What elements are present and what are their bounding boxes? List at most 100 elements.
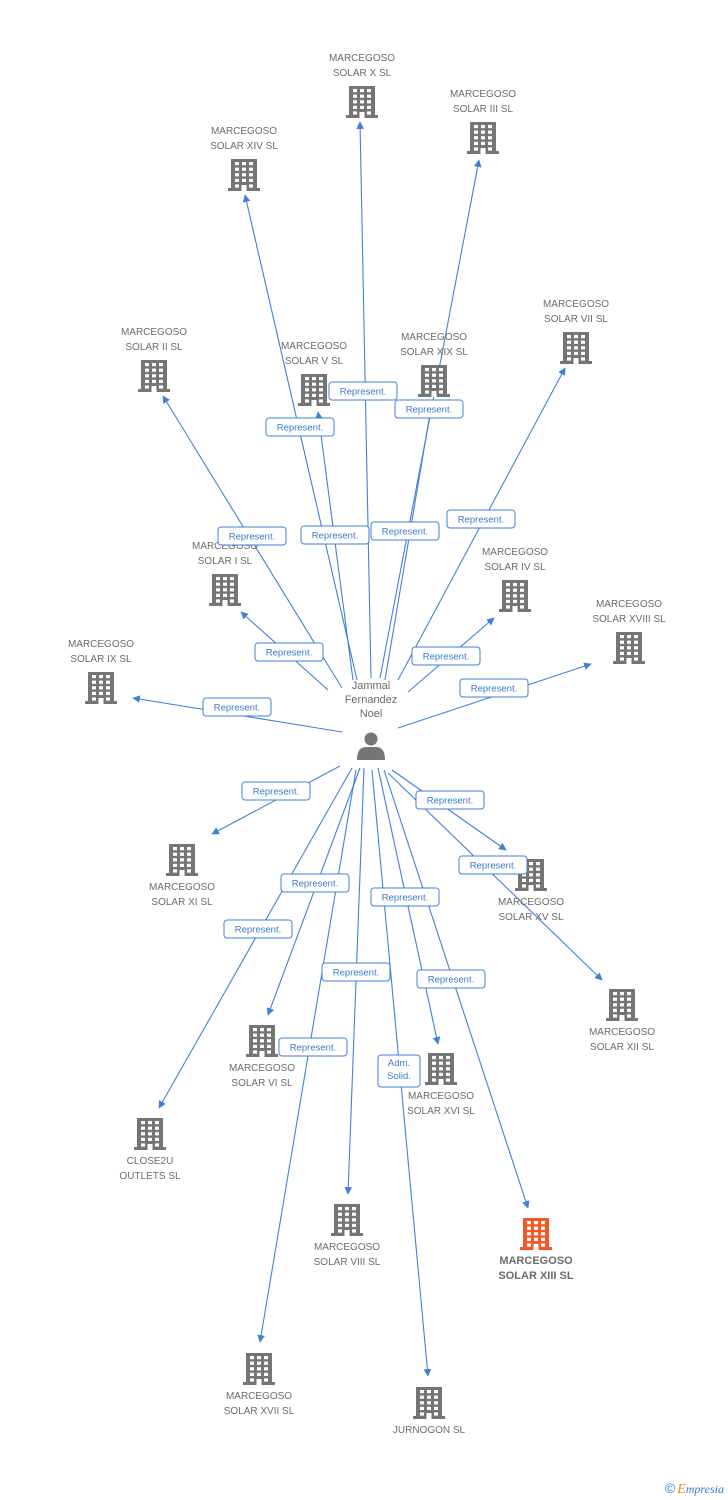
- company-name-line: MARCEGOSO: [596, 599, 662, 610]
- building-window: [420, 1406, 424, 1410]
- edge-label-xvi[interactable]: Represent.: [370, 887, 440, 907]
- edge-label-iii[interactable]: Represent.: [394, 399, 464, 419]
- building-window: [155, 1143, 159, 1147]
- edge-label-text: Represent.: [340, 387, 386, 398]
- edge-label-ix[interactable]: Represent.: [202, 697, 272, 717]
- edge-label-jurnogon[interactable]: Adm.Solid.: [377, 1054, 421, 1088]
- building-window: [434, 1406, 438, 1410]
- building-window: [242, 162, 246, 166]
- building-window: [446, 1056, 450, 1060]
- building-window: [235, 162, 239, 166]
- building-window: [567, 346, 571, 350]
- edge-label-xviii[interactable]: Represent.: [459, 678, 529, 698]
- building-window: [141, 1143, 145, 1147]
- edge-label-text: Represent.: [292, 879, 338, 890]
- building-window: [541, 1221, 545, 1225]
- building-window: [319, 388, 323, 392]
- building-window: [520, 605, 524, 609]
- building-window: [319, 377, 323, 381]
- company-name-line: SOLAR IX SL: [70, 654, 132, 665]
- building-window: [506, 583, 510, 587]
- building-window: [520, 594, 524, 598]
- building-window: [627, 640, 631, 644]
- edge-label-iv[interactable]: Represent.: [411, 646, 481, 666]
- building-window: [432, 1056, 436, 1060]
- edge-label-xvii[interactable]: Represent.: [278, 1037, 348, 1057]
- building-window: [223, 593, 227, 597]
- building-window: [250, 1367, 254, 1371]
- building-window: [267, 1028, 271, 1032]
- building-window: [235, 184, 239, 188]
- building-door: [222, 600, 228, 606]
- building-window: [613, 1014, 617, 1018]
- company-name-line: MARCEGOSO: [589, 1027, 655, 1038]
- building-window: [353, 100, 357, 104]
- edge-label-i[interactable]: Represent.: [254, 642, 324, 662]
- edge-label-x[interactable]: Represent.: [328, 381, 398, 401]
- building-window: [360, 89, 364, 93]
- building-window: [180, 847, 184, 851]
- building-door: [256, 1379, 262, 1385]
- building-window: [260, 1039, 264, 1043]
- edge-label-xi[interactable]: Represent.: [241, 781, 311, 801]
- building-window: [627, 1014, 631, 1018]
- building-icon: [298, 374, 330, 406]
- building-window: [574, 340, 578, 344]
- building-window: [155, 1126, 159, 1130]
- building-window: [312, 388, 316, 392]
- building-window: [264, 1361, 268, 1365]
- building-window: [620, 651, 624, 655]
- building-window: [567, 335, 571, 339]
- building-door: [98, 698, 104, 704]
- edge-label-xii[interactable]: Represent.: [458, 855, 528, 875]
- building-window: [620, 635, 624, 639]
- edge-label-box: [458, 855, 528, 875]
- company-node-jurnogon[interactable]: JURNOGON SL: [393, 1387, 466, 1436]
- building-window: [488, 136, 492, 140]
- edge-label-xv[interactable]: Represent.: [415, 790, 485, 810]
- building-door: [480, 148, 486, 154]
- company-name-line: MARCEGOSO: [408, 1091, 474, 1102]
- edge-label-v[interactable]: Represent.: [300, 525, 370, 545]
- building-icon: [499, 580, 531, 612]
- edge-label-xix[interactable]: Represent.: [370, 521, 440, 541]
- building-door: [619, 1015, 625, 1021]
- edge-label-vi[interactable]: Represent.: [280, 873, 350, 893]
- building-window: [432, 379, 436, 383]
- edge-label-close2u[interactable]: Represent.: [223, 919, 293, 939]
- building-window: [92, 691, 96, 695]
- building-window: [474, 147, 478, 151]
- edge-label-ii[interactable]: Represent.: [217, 526, 287, 546]
- edge-label-xiv[interactable]: Represent.: [265, 417, 335, 437]
- edge-label-vii[interactable]: Represent.: [446, 509, 516, 529]
- building-window: [536, 862, 540, 866]
- building-window: [319, 382, 323, 386]
- edge-label-viii[interactable]: Represent.: [321, 962, 391, 982]
- building-window: [574, 351, 578, 355]
- building-icon: [209, 574, 241, 606]
- edge-label-text: Represent.: [253, 787, 299, 798]
- edge-label-box: [377, 1054, 421, 1088]
- edge-label-xiii[interactable]: Represent.: [416, 969, 486, 989]
